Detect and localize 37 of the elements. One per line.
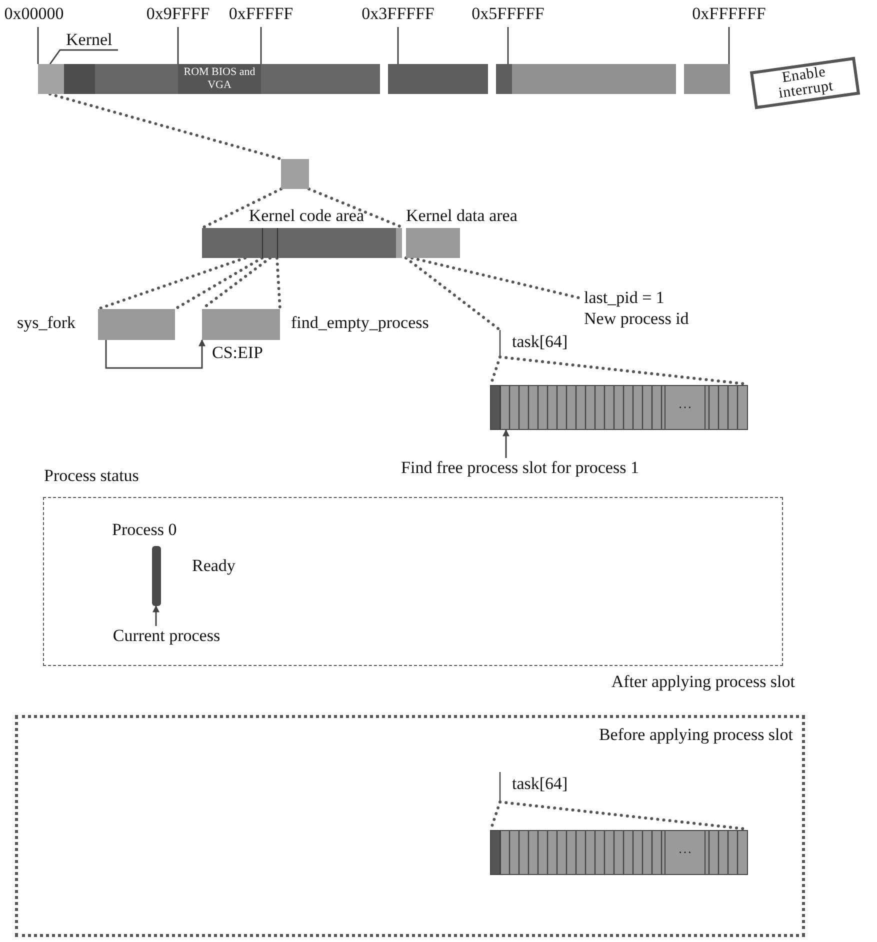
panel-title: After applying process slot (611, 672, 795, 692)
arrow (152, 605, 160, 626)
array-label: task[64] (512, 332, 568, 352)
array-label: task[64] (512, 774, 568, 794)
dotted-connector (96, 256, 246, 310)
dotted-connector (174, 256, 264, 310)
ellipsis: … (677, 841, 693, 859)
address-label: 0xFFFFF (228, 4, 294, 24)
area-label: Kernel (66, 30, 112, 49)
status-label: Ready (192, 556, 236, 576)
stamp-label: Enable interrupt (776, 63, 836, 104)
panel-title: Process status (44, 466, 139, 486)
address-label: 0x3FFFFF (362, 4, 434, 24)
address-label: 0xFFFFFF (692, 4, 766, 24)
dotted-connector (200, 188, 282, 230)
dotted-connector (276, 256, 282, 310)
panel-subtitle: Before applying process slot (598, 725, 793, 745)
process-label: Process 0 (112, 520, 177, 540)
caption-text: Find free process slot for process 1 (401, 458, 639, 477)
ellipsis: … (677, 396, 693, 414)
address-label: 0x5FFFFF (472, 4, 544, 24)
arrow (502, 429, 510, 458)
rom-bios-segment (178, 64, 261, 94)
address-label: 0x00000 (4, 4, 64, 24)
area-label: Kernel data area (406, 206, 518, 226)
function-label: sys_fork (17, 313, 76, 333)
arrow (105, 339, 206, 369)
address-label: 0x9FFFF (146, 4, 210, 24)
area-label: Kernel code area (248, 206, 364, 226)
leader-line (49, 49, 118, 64)
note-text: New process id (584, 308, 690, 329)
dotted-connector (404, 256, 502, 332)
note-text: last_pid = 1 (584, 287, 666, 308)
segment-label: ROM BIOS and VGA (182, 66, 256, 92)
function-label: find_empty_process (291, 313, 429, 333)
pointer-label: Current process (112, 626, 220, 645)
dotted-connector (48, 92, 282, 160)
